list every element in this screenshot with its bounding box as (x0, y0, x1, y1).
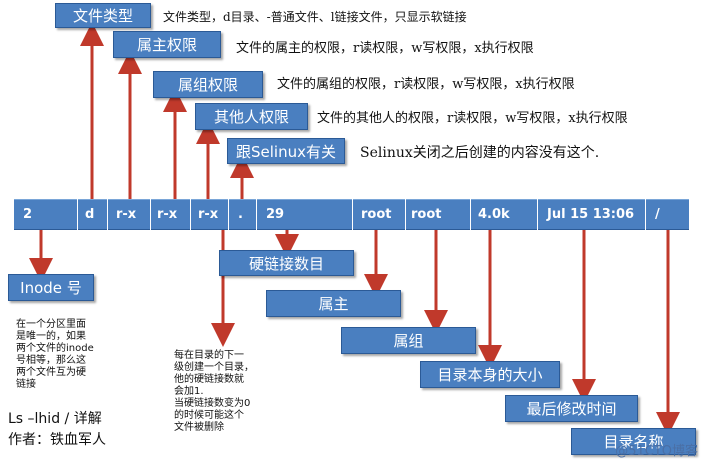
selinux-box: 跟Selinux有关 (227, 138, 345, 164)
field-group-perm: r-x (157, 207, 178, 222)
field-group: root (411, 207, 442, 222)
hardlink-note-line: 级创建一个目录， (174, 362, 254, 373)
hardlink-note-line: 当硬链接数变为0 (174, 398, 251, 409)
field-separator (352, 199, 353, 230)
selinux-desc: Selinux关闭之后创建的内容没有这个. (360, 145, 600, 161)
hardlink-note-line: 会加1. (174, 386, 204, 397)
field-separator (190, 199, 191, 230)
field-owner-perm: r-x (116, 207, 137, 222)
owner-perm-box-label: 属主权限 (136, 36, 197, 54)
inode-note-line: 两个文件的inode (16, 343, 94, 354)
field-separator (77, 199, 78, 230)
other-perm-box: 其他人权限 (195, 103, 308, 130)
group-box: 属组 (341, 327, 476, 354)
size-box: 目录本身的大小 (420, 361, 560, 388)
field-separator (107, 199, 108, 230)
other-perm-desc: 文件的其他人的权限，r读权限，w写权限，x执行权限 (317, 111, 628, 126)
field-separator (150, 199, 151, 230)
field-owner: root (361, 207, 392, 222)
owner-box: 属主 (266, 290, 401, 317)
field-mtime: Jul 15 13:06 (547, 207, 635, 222)
watermark: @51CTO博客 (615, 444, 698, 459)
hardlink-note-line: 每在目录的下一 (174, 350, 244, 361)
field-separator (470, 199, 471, 230)
size-box-label: 目录本身的大小 (437, 366, 543, 384)
footer-author: 作者：铁血军人 (8, 432, 106, 448)
inode-note-line: 号相等，那么这 (16, 355, 86, 366)
hardlink-note-line: 的时候可能这个 (174, 410, 244, 421)
field-separator (256, 199, 257, 230)
inode-note: 在一个分区里面 是唯一的，如果 两个文件的inode 号相等，那么这 两个文件互… (16, 319, 94, 391)
name-box-label: 目录名称 (603, 433, 664, 451)
field-selinux: . (238, 207, 243, 222)
inode-note-line: 是唯一的，如果 (16, 331, 86, 342)
hardlink-box: 硬链接数目 (219, 250, 354, 276)
inode-note-line: 两个文件互为硬 (16, 367, 86, 378)
group-box-label: 属组 (393, 332, 424, 350)
inode-box: Inode 号 (8, 274, 94, 301)
type-box-label: 文件类型 (72, 7, 133, 25)
hardlink-note-line: 文件被删除 (174, 422, 224, 433)
footer-title: Ls –lhid / 详解 (8, 411, 102, 427)
hardlink-box-label: 硬链接数目 (248, 254, 324, 273)
field-separator (537, 199, 538, 230)
owner-perm-box: 属主权限 (113, 31, 221, 58)
group-perm-box: 属组权限 (153, 71, 263, 98)
field-size: 4.0k (478, 207, 510, 222)
hardlink-note: 每在目录的下一 级创建一个目录， 他的硬链接数就 会加1. 当硬链接数变为0 的… (174, 350, 254, 434)
inode-note-line: 链接 (16, 379, 36, 390)
hardlink-note-line: 他的硬链接数就 (174, 374, 244, 385)
mtime-box: 最后修改时间 (505, 395, 638, 422)
owner-perm-desc: 文件的属主的权限，r读权限，w写权限，x执行权限 (236, 41, 534, 56)
field-separator (405, 199, 406, 230)
inode-note-line: 在一个分区里面 (16, 319, 86, 330)
field-type: d (85, 207, 95, 222)
mtime-box-label: 最后修改时间 (526, 400, 617, 418)
inode-box-label: Inode 号 (20, 279, 82, 297)
field-hardlinks: 29 (266, 207, 285, 222)
field-separator (228, 199, 229, 230)
group-perm-desc: 文件的属组的权限，r读权限，w写权限，x执行权限 (277, 77, 575, 92)
owner-box-label: 属主 (318, 295, 349, 313)
field-separator (645, 199, 646, 230)
type-box: 文件类型 (55, 3, 151, 28)
field-inode: 2 (23, 207, 33, 222)
ls-output-bar (14, 199, 689, 230)
other-perm-box-label: 其他人权限 (213, 108, 289, 126)
field-other-perm: r-x (198, 207, 219, 222)
field-name: / (655, 207, 660, 222)
selinux-box-label: 跟Selinux有关 (236, 142, 336, 161)
group-perm-box-label: 属组权限 (177, 76, 238, 94)
type-desc: 文件类型，d目录、-普通文件、l链接文件，只显示软链接 (163, 10, 467, 24)
name-box: 目录名称 (571, 428, 696, 455)
